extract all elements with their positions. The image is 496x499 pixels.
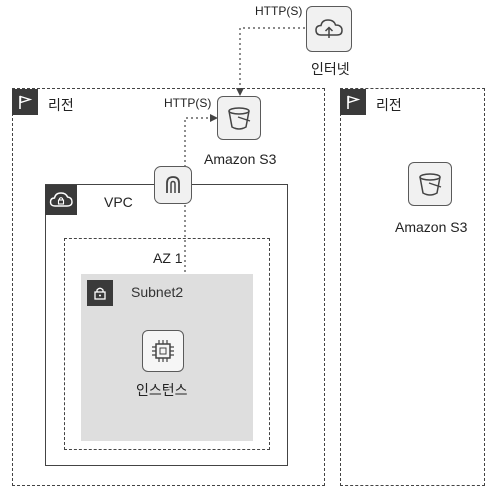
bucket-icon: [228, 107, 251, 130]
vpc-label: VPC: [104, 194, 133, 210]
s3-left-protocol-label: HTTP(S): [164, 96, 212, 110]
region-right: [340, 88, 485, 486]
instance-node[interactable]: [142, 330, 184, 372]
region-left-flag-icon: [12, 89, 38, 115]
s3-left-label: Amazon S3: [204, 151, 277, 167]
vpc-cloud-lock-icon: [45, 185, 77, 215]
az-label: AZ 1: [153, 250, 183, 266]
gateway-endpoint-icon: [166, 176, 180, 193]
s3-left-node[interactable]: [217, 96, 261, 140]
s3-right-label: Amazon S3: [395, 219, 468, 235]
instance-label: 인스턴스: [136, 382, 188, 398]
region-left: [12, 88, 325, 486]
internet-node[interactable]: [306, 6, 352, 52]
region-right-label: 리전: [376, 97, 402, 113]
internet-label: 인터넷: [311, 61, 350, 77]
instance-to-s3-connector: [184, 117, 210, 332]
region-left-label: 리전: [48, 97, 74, 113]
instance-to-s3-arrowhead: [210, 114, 218, 122]
internet-protocol-label: HTTP(S): [255, 4, 303, 18]
az-box: [64, 238, 270, 450]
region-right-flag-icon: [340, 89, 366, 115]
cloud-upload-icon: [315, 19, 343, 38]
internet-to-s3-arrowhead: [236, 88, 244, 96]
internet-to-s3-connector: [239, 27, 305, 90]
gateway-endpoint-node[interactable]: [154, 166, 192, 204]
chip-icon: [152, 340, 174, 362]
bucket-icon: [419, 173, 442, 196]
subnet-lock-icon: [87, 280, 113, 306]
subnet-label: Subnet2: [131, 284, 184, 300]
s3-right-node[interactable]: [408, 162, 452, 206]
